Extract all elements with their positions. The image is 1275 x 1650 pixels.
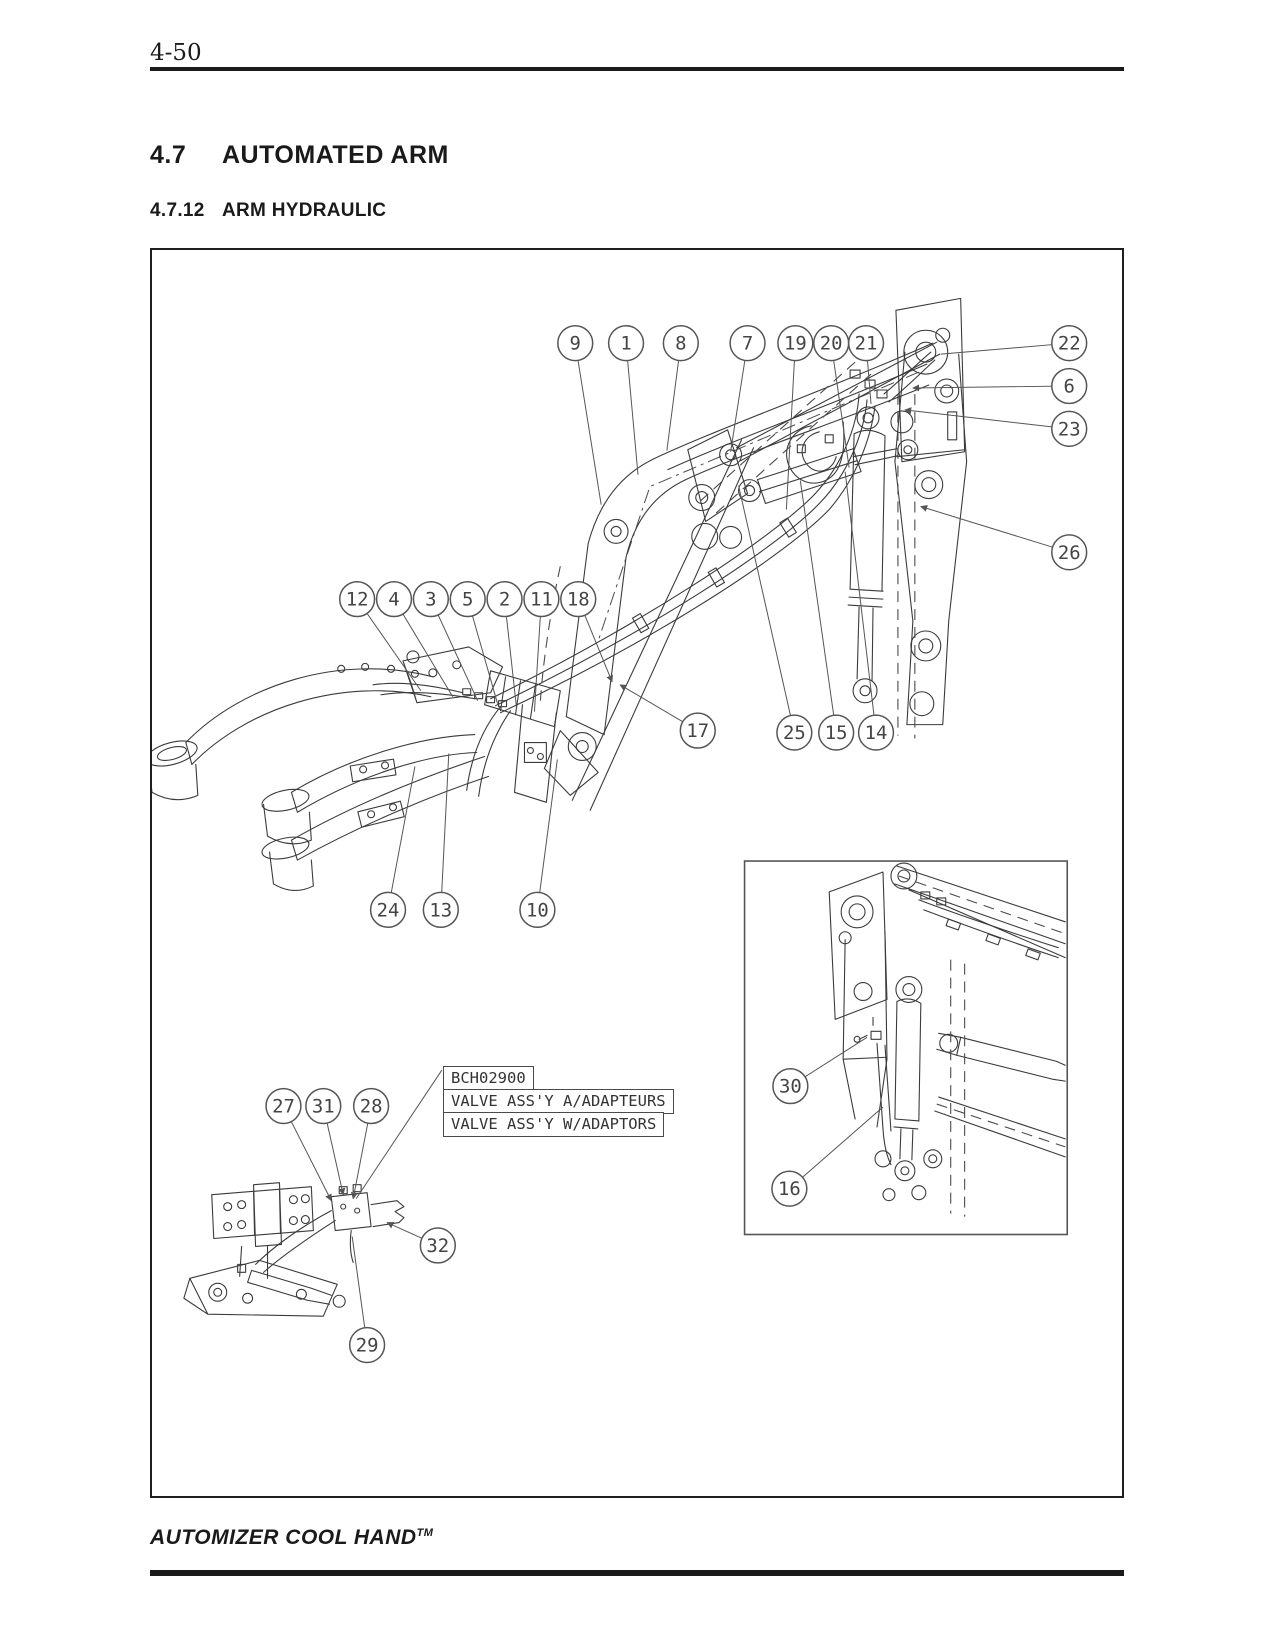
- callout-17: 17: [619, 684, 716, 749]
- svg-text:7: 7: [742, 333, 753, 355]
- svg-text:4: 4: [388, 589, 399, 611]
- subsection-title: ARM HYDRAULIC: [222, 200, 387, 221]
- callout-23: 23: [904, 407, 1088, 448]
- callout-4: 4: [375, 580, 454, 697]
- lift-cylinder: [847, 406, 886, 704]
- callout-18: 18: [560, 580, 613, 683]
- trademark-symbol: TM: [416, 1527, 434, 1539]
- callout-19: 19: [777, 325, 814, 510]
- callout-15: 15: [799, 480, 855, 751]
- svg-text:24: 24: [377, 899, 400, 921]
- svg-text:3: 3: [425, 589, 436, 611]
- svg-text:13: 13: [429, 899, 452, 921]
- callout-25: 25: [738, 485, 813, 751]
- callout-20: 20: [813, 325, 850, 468]
- callout-8: 8: [662, 325, 699, 451]
- callout-31: 31: [305, 1087, 346, 1196]
- svg-text:2: 2: [499, 589, 510, 611]
- footer-brand-text: AUTOMIZER COOL HAND: [150, 1526, 417, 1549]
- svg-text:19: 19: [784, 333, 807, 355]
- svg-text:11: 11: [530, 589, 553, 611]
- section-number: 4.7: [150, 141, 187, 169]
- part-desc-line2: VALVE ASS'Y W/ADAPTORS: [443, 1112, 665, 1137]
- svg-text:22: 22: [1058, 333, 1081, 355]
- tilt-cylinder: [738, 434, 919, 505]
- callout-28: 28: [350, 1087, 390, 1200]
- callout-3: 3: [412, 580, 479, 701]
- page-number: 4-50: [150, 40, 202, 66]
- section-heading: 4.7 AUTOMATED ARM: [150, 141, 449, 170]
- callout-22: 22: [940, 325, 1088, 362]
- callout-13: 13: [422, 753, 459, 929]
- footer-rule: [150, 1570, 1124, 1576]
- valve-assembly: [183, 1182, 405, 1317]
- bell-crank: [603, 429, 749, 550]
- part-number-label: BCH02900: [443, 1066, 534, 1091]
- callout-6: 6: [912, 367, 1088, 405]
- svg-text:5: 5: [462, 589, 473, 611]
- callout-29: 29: [348, 1236, 386, 1364]
- svg-text:26: 26: [1058, 542, 1081, 564]
- svg-text:32: 32: [426, 1235, 449, 1257]
- svg-text:28: 28: [360, 1096, 383, 1118]
- callout-30: 30: [772, 1036, 868, 1105]
- callout-14: 14: [844, 471, 895, 751]
- svg-text:21: 21: [855, 333, 878, 355]
- svg-text:31: 31: [312, 1096, 335, 1118]
- callout-9: 9: [557, 325, 602, 505]
- svg-text:27: 27: [272, 1096, 295, 1118]
- callout-26: 26: [920, 505, 1088, 571]
- subsection-heading: 4.7.12 ARM HYDRAULIC: [150, 200, 386, 222]
- callout-12: 12: [338, 580, 422, 692]
- callout-10: 10: [519, 759, 558, 929]
- mast: [890, 297, 968, 739]
- svg-text:29: 29: [356, 1335, 379, 1357]
- section-title: AUTOMATED ARM: [222, 141, 449, 169]
- svg-text:16: 16: [778, 1178, 801, 1200]
- svg-text:10: 10: [526, 899, 549, 921]
- boom: [543, 342, 934, 796]
- callout-7: 7: [729, 325, 766, 452]
- svg-text:17: 17: [686, 720, 709, 742]
- subsection-number: 4.7.12: [150, 200, 205, 221]
- svg-text:6: 6: [1064, 375, 1075, 397]
- callout-32: 32: [386, 1221, 456, 1264]
- grapple: [152, 646, 561, 891]
- callout-2: 2: [486, 580, 523, 708]
- callout-11: 11: [523, 580, 560, 712]
- svg-text:9: 9: [570, 333, 581, 355]
- svg-text:30: 30: [779, 1076, 802, 1098]
- header-rule: [150, 67, 1124, 71]
- callout-1: 1: [607, 325, 645, 475]
- svg-text:1: 1: [620, 333, 631, 355]
- svg-text:8: 8: [675, 333, 686, 355]
- part-label-box: BCH02900 VALVE ASS'Y A/ADAPTEURS VALVE A…: [443, 1066, 674, 1137]
- svg-text:25: 25: [783, 722, 806, 744]
- svg-text:15: 15: [825, 722, 848, 744]
- svg-text:23: 23: [1058, 418, 1081, 440]
- arm-hydraulic-diagram: 9187192021226232612435211181725151424131…: [152, 297, 1088, 1364]
- callout-5: 5: [449, 580, 499, 704]
- part-desc-line1: VALVE ASS'Y A/ADAPTEURS: [443, 1089, 674, 1114]
- svg-text:20: 20: [820, 333, 843, 355]
- callout-21: 21: [847, 325, 885, 404]
- svg-text:18: 18: [567, 589, 590, 611]
- inset-detail: [743, 860, 1069, 1236]
- footer-brand: AUTOMIZER COOL HANDTM: [150, 1526, 433, 1550]
- hose-loop: [786, 421, 845, 484]
- hose-bundle: [490, 337, 936, 714]
- callout-24: 24: [369, 766, 416, 929]
- svg-text:14: 14: [865, 722, 888, 744]
- svg-text:12: 12: [346, 589, 369, 611]
- callout-27: 27: [265, 1087, 332, 1202]
- callout-16: 16: [771, 1106, 884, 1207]
